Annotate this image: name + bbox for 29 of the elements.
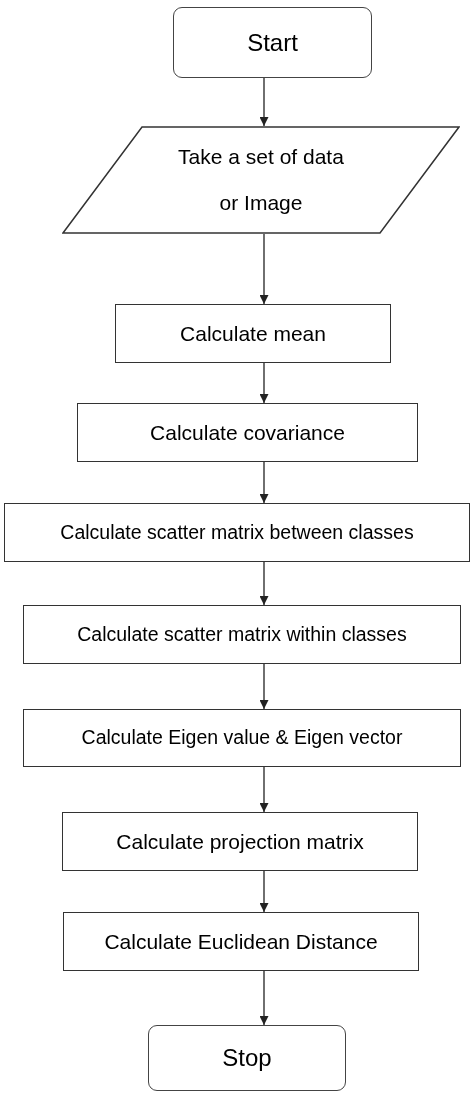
arrow xyxy=(259,362,269,404)
process-box xyxy=(4,503,470,562)
step-label: Start xyxy=(247,27,298,58)
arrow xyxy=(259,663,269,710)
arrow xyxy=(259,766,269,813)
input-parallelogram xyxy=(62,126,460,234)
arrow xyxy=(259,870,269,913)
process-box xyxy=(115,304,391,363)
step-label: Calculate covariance xyxy=(150,419,345,446)
arrow xyxy=(259,233,269,305)
step-label: Calculate scatter matrix between classes xyxy=(60,519,414,545)
arrow xyxy=(259,77,269,127)
step-label: Calculate mean xyxy=(180,320,326,347)
process-box xyxy=(23,605,461,664)
process-box xyxy=(23,709,461,767)
step-label: Calculate Eigen value & Eigen vector xyxy=(81,725,403,751)
process-box xyxy=(63,912,419,971)
step-label: Calculate scatter matrix within classes xyxy=(77,621,407,647)
arrow xyxy=(259,461,269,504)
step-label: Stop xyxy=(222,1043,272,1073)
arrow xyxy=(259,561,269,606)
step-label: Calculate Euclidean Distance xyxy=(104,928,378,955)
terminator-box xyxy=(173,7,372,78)
step-label: Calculate projection matrix xyxy=(116,828,364,855)
step-label: Take a set of data or Image xyxy=(177,143,345,216)
process-box xyxy=(62,812,418,871)
arrow xyxy=(259,970,269,1026)
terminator-box xyxy=(148,1025,346,1091)
process-box xyxy=(77,403,418,462)
